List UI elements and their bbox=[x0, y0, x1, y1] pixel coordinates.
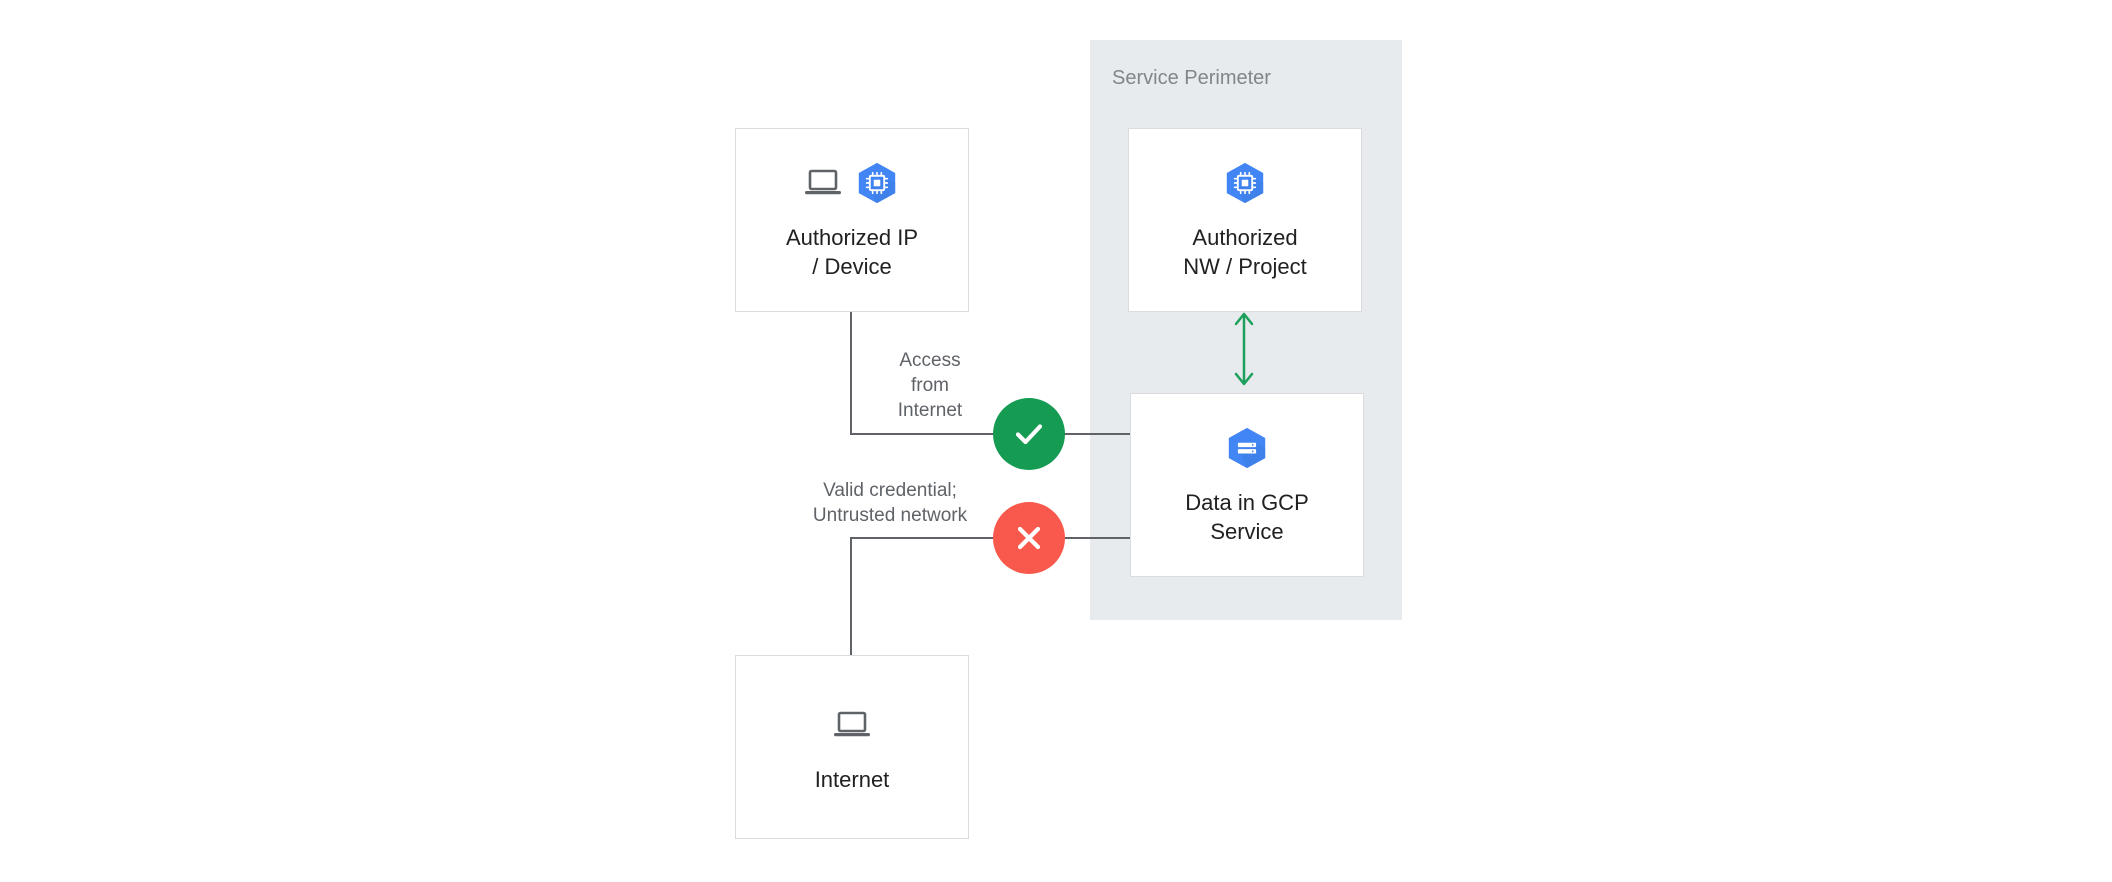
node-icon-group bbox=[833, 701, 871, 749]
check-icon bbox=[1015, 424, 1043, 445]
edge-label-valid-credential-untrusted-network: Valid credential; Untrusted network bbox=[812, 480, 968, 526]
node-authorized-ip-device[interactable]: Authorized IP / Device bbox=[735, 128, 969, 312]
node-icon-group bbox=[804, 159, 900, 207]
gcp-storage-hexagon-icon bbox=[1228, 427, 1266, 469]
status-badge-allowed bbox=[993, 398, 1065, 470]
node-icon-group bbox=[1222, 159, 1268, 207]
laptop-icon bbox=[805, 169, 841, 195]
connector-denied-horizontal bbox=[850, 537, 1030, 539]
close-icon bbox=[1017, 526, 1041, 550]
status-badge-denied bbox=[993, 502, 1065, 574]
gcp-compute-hexagon-icon bbox=[1226, 162, 1264, 204]
node-authorized-nw-project[interactable]: Authorized NW / Project bbox=[1128, 128, 1362, 312]
connector-denied-tail bbox=[1028, 537, 1132, 539]
edge-label-access-from-internet: Access from Internet bbox=[897, 350, 963, 421]
node-label: Internet bbox=[814, 766, 890, 792]
connector-allowed-tail bbox=[1028, 433, 1132, 435]
service-perimeter-label: Service Perimeter bbox=[1112, 67, 1271, 89]
node-icon-group bbox=[1224, 424, 1270, 472]
node-label: Authorized IP / Device bbox=[785, 225, 919, 279]
node-label: Data in GCP Service bbox=[1185, 490, 1309, 544]
node-label: Authorized NW / Project bbox=[1183, 225, 1307, 279]
connector-allowed-vertical bbox=[850, 312, 852, 434]
bidirectional-sync-arrow-icon bbox=[1234, 312, 1254, 386]
connector-denied-vertical bbox=[850, 537, 852, 655]
gcp-compute-hexagon-icon bbox=[858, 162, 896, 204]
laptop-icon bbox=[834, 711, 870, 736]
node-data-in-gcp-service[interactable]: Data in GCP Service bbox=[1130, 393, 1364, 577]
connector-allowed-horizontal bbox=[850, 433, 1030, 435]
node-internet[interactable]: Internet bbox=[735, 655, 969, 839]
